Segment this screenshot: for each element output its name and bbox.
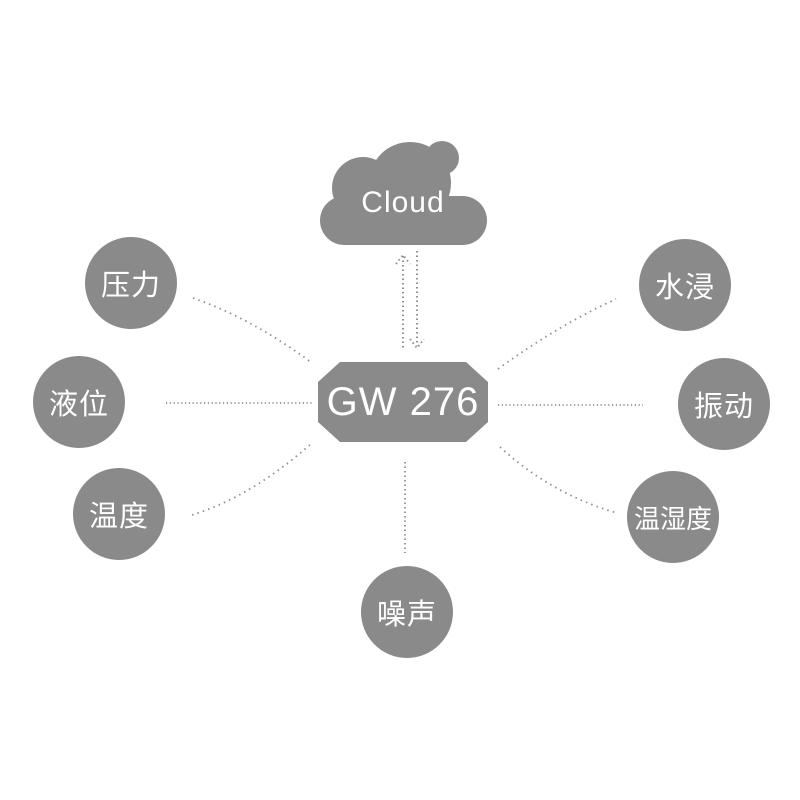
sensor-label: 温度 — [88, 501, 149, 533]
sensor-label: 水浸 — [654, 272, 715, 304]
sensor-label: 温湿度 — [633, 503, 712, 534]
sensor-node-liquid-level: 液位 — [33, 356, 125, 448]
hub-node: GW 276 — [318, 362, 488, 442]
cloud-icon — [320, 141, 487, 245]
cloud-label: Cloud — [361, 186, 445, 219]
sensor-label: 液位 — [48, 389, 109, 421]
sensor-node-temperature: 温度 — [73, 468, 165, 560]
sensor-node-temp-humidity: 温湿度 — [627, 471, 719, 563]
hub-label: GW 276 — [326, 379, 480, 424]
sensor-node-noise: 噪声 — [361, 566, 453, 658]
arrow-up-icon — [395, 253, 411, 348]
sensor-label: 振动 — [693, 391, 754, 423]
sensor-label: 压力 — [100, 270, 161, 302]
connector-temperature-hub — [191, 441, 314, 516]
arrow-down-icon — [409, 251, 425, 350]
sensor-label: 噪声 — [376, 599, 437, 631]
connector-hub-water-immersion — [497, 298, 617, 370]
sensor-node-vibration: 振动 — [678, 358, 770, 450]
connector-pressure-hub — [192, 297, 313, 364]
sensor-node-water-immersion: 水浸 — [639, 239, 731, 331]
sensor-node-pressure: 压力 — [85, 237, 177, 329]
connector-hub-temp-humidity — [499, 446, 618, 514]
